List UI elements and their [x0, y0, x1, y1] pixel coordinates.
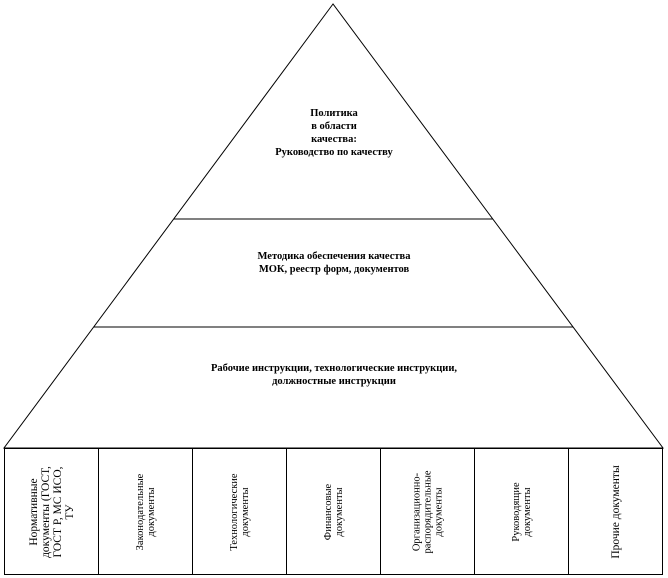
doc-label-legislative: Законодательные документы — [134, 473, 157, 550]
doc-cell-normative: Нормативные документы (ГОСТ, ГОСТ Р, МС … — [5, 449, 99, 574]
doc-cell-financial: Финансовые документы — [287, 449, 381, 574]
doc-cell-guiding: Руководящие документы — [475, 449, 569, 574]
doc-cell-organizational: Организационно- распорядительные докумен… — [381, 449, 475, 574]
doc-label-technological: Технологические документы — [228, 472, 251, 551]
tier-quality-methodology: Методика обеспечения качества МОК, реест… — [257, 251, 411, 275]
doc-cell-technological: Технологические документы — [193, 449, 287, 574]
doc-label-normative: Нормативные документы (ГОСТ, ГОСТ Р, МС … — [27, 465, 76, 558]
tier-quality-policy: Политика в области качества: Руководство… — [275, 108, 393, 158]
doc-label-organizational: Организационно- распорядительные докумен… — [411, 469, 444, 554]
doc-cell-legislative: Законодательные документы — [99, 449, 193, 574]
doc-cell-other: Прочие документы — [569, 449, 662, 574]
doc-label-financial: Финансовые документы — [322, 483, 345, 540]
doc-label-other: Прочие документы — [609, 464, 622, 559]
tier-work-instructions: Рабочие инструкции, технологические инст… — [210, 363, 457, 387]
doc-label-guiding: Руководящие документы — [510, 481, 533, 542]
document-types-table: Нормативные документы (ГОСТ, ГОСТ Р, МС … — [4, 448, 663, 575]
